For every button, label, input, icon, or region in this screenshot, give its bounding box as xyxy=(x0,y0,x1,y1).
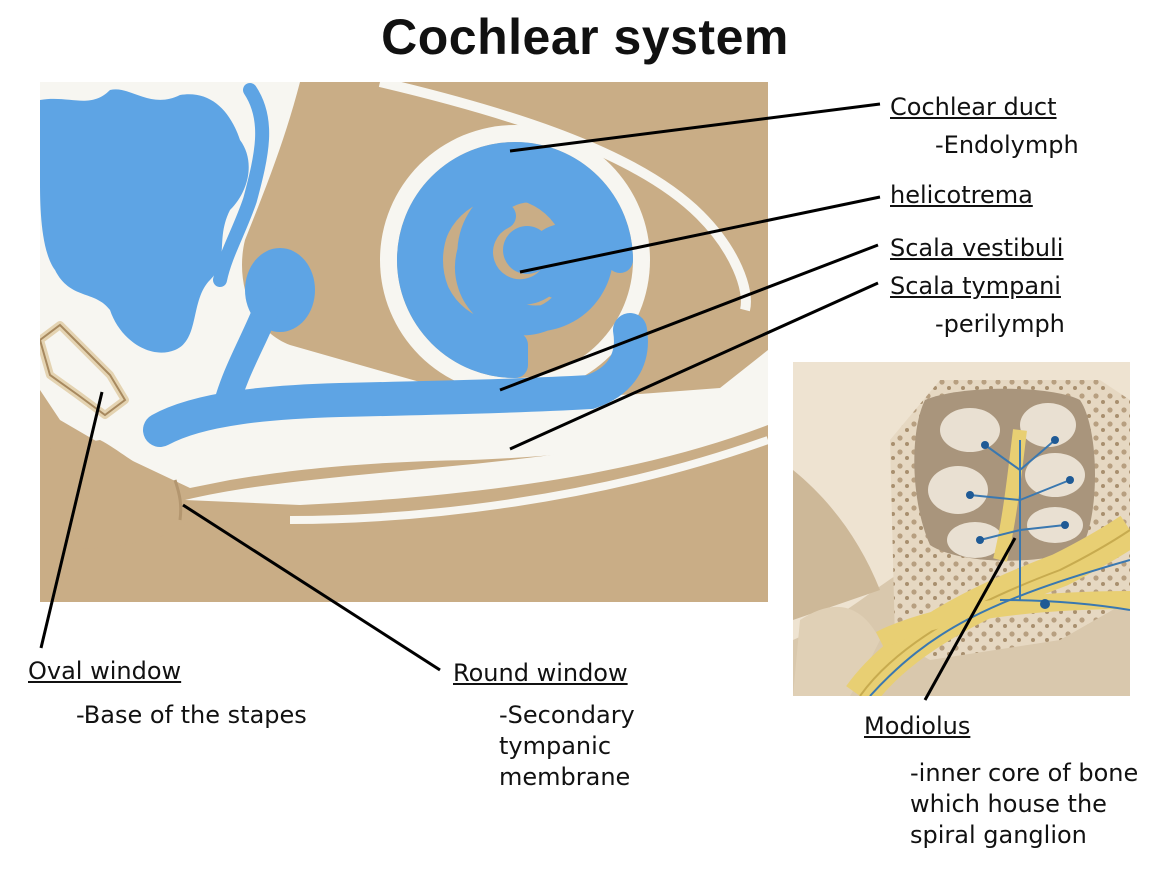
label-endolymph: -Endolymph xyxy=(935,131,1079,159)
utricle-saccule xyxy=(40,89,249,353)
label-scala-vestibuli: Scala vestibuli xyxy=(890,234,1064,262)
label-perilymph: -perilymph xyxy=(935,310,1065,338)
cochlear-cross-section xyxy=(40,82,768,602)
label-helicotrema: helicotrema xyxy=(890,181,1033,209)
modiolus-inset xyxy=(793,362,1130,696)
leader-scala-tympani xyxy=(509,281,879,451)
label-round-window: Round window xyxy=(453,659,628,687)
lower-canal xyxy=(185,400,768,505)
label-oval-window-desc: -Base of the stapes xyxy=(76,701,307,729)
leader-lines xyxy=(39,102,1017,701)
leader-cochlear-duct xyxy=(509,102,881,153)
diagram-title: Cochlear system xyxy=(381,9,789,65)
label-cochlear-duct: Cochlear duct xyxy=(890,93,1057,121)
leader-scala-vestibuli xyxy=(499,243,879,392)
label-modiolus: Modiolus xyxy=(864,712,971,740)
leader-oval-window xyxy=(39,391,104,649)
spiral-duct xyxy=(397,142,633,378)
label-modiolus-desc: -inner core of bone which house the spir… xyxy=(910,759,1139,849)
label-round-window-desc: -Secondary tympanic membrane xyxy=(499,701,635,791)
leader-modiolus xyxy=(923,537,1017,701)
leader-round-window xyxy=(182,503,441,672)
label-scala-tympani: Scala tympani xyxy=(890,272,1061,300)
label-oval-window: Oval window xyxy=(28,657,182,685)
leader-helicotrema xyxy=(519,195,881,274)
